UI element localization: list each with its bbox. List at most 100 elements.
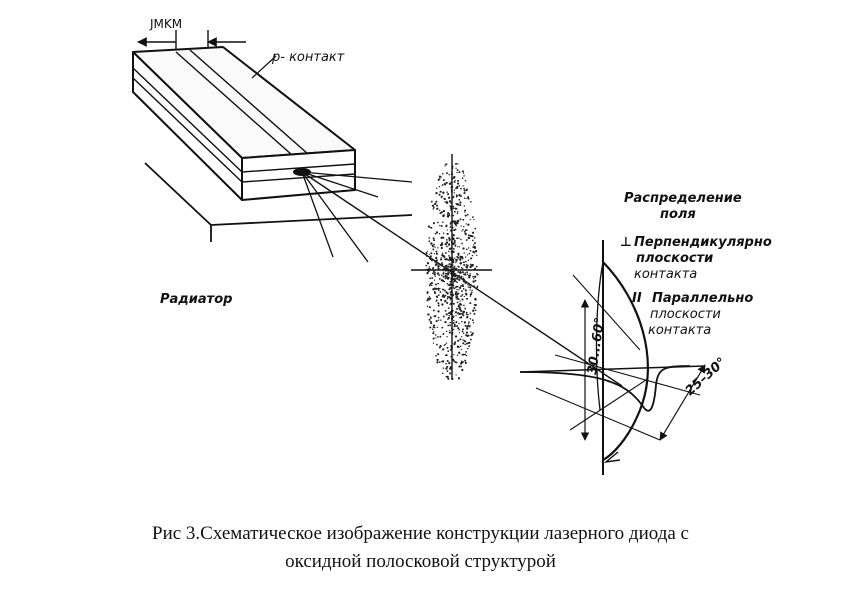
stipple-dot [469,249,472,252]
stipple-dot [434,334,437,336]
stipple-dot [446,370,449,373]
stipple-dot [461,361,464,364]
stipple-dot [457,304,460,307]
stipple-dot [445,362,447,365]
stipple-dot [426,299,429,302]
stipple-dot [432,208,434,210]
stipple-dot [454,273,457,275]
stipple-dot [437,178,440,181]
stipple-dot [464,214,467,217]
stipple-dot [464,273,467,276]
stipple-dot [460,238,462,241]
stipple-dot [426,272,429,275]
stipple-dot [459,345,462,348]
stipple-dot [464,209,467,212]
stipple-dot [471,231,475,234]
stipple-dot [446,346,449,349]
p-contact-leader [251,55,277,79]
stipple-dot [447,193,450,196]
stipple-dot [453,189,455,191]
stipple-dot [448,182,452,185]
stipple-dot [469,302,472,305]
stipple-dot [454,179,456,181]
stipple-dot [463,280,465,283]
stipple-dot [464,211,466,213]
radiator-label: Радиатор [160,292,232,307]
stipple-dot [438,346,441,349]
stipple-dot [443,254,445,257]
stipple-dot [449,348,452,351]
stipple-dot [426,292,429,295]
stipple-dot [449,224,451,226]
stipple-dot [444,165,446,167]
stipple-dot [449,206,452,208]
stipple-dot [463,304,465,307]
par-symbol: II [632,291,642,306]
stipple-dot [448,314,451,317]
stipple-dot [448,173,450,176]
stipple-dot [448,196,451,199]
stipple-dot [459,307,462,310]
stipple-dot [461,298,464,301]
stipple-dot [448,329,451,331]
stipple-dot [462,332,465,334]
stipple-dot [463,339,466,342]
stipple-dot [474,309,477,312]
stipple-dot [435,187,438,189]
stipple-dot [435,200,438,203]
stipple-dot [429,320,432,323]
stipple-dot [448,368,451,370]
stipple-dot [467,196,470,199]
stipple-dot [438,361,441,363]
stipple-dot [438,274,441,277]
stipple-dot [426,255,428,257]
stipple-dot [429,277,431,280]
stipple-dot [467,274,470,277]
stipple-dot [466,316,469,319]
stipple-dot [435,250,438,253]
stipple-dot [464,361,467,365]
stipple-dot [434,260,436,262]
stipple-dot [458,171,461,174]
stipple-dot [446,301,449,304]
stipple-dot [432,337,435,340]
stipple-dot [433,279,436,281]
stipple-dot [453,210,456,213]
stipple-dot [462,353,465,356]
stipple-dot [435,259,438,262]
stipple-dot [474,250,477,253]
stipple-dot [454,335,458,338]
stipple-dot [444,320,447,324]
stipple-dot [449,321,451,324]
stipple-dot [446,264,448,266]
stipple-dot [445,241,449,244]
stipple-dot [448,296,451,299]
stipple-dot [456,213,458,215]
stipple-dot [458,365,461,368]
stipple-dot [449,331,452,334]
stipple-dot [446,229,448,231]
stipple-dot [437,316,440,319]
stipple-dot [436,272,439,275]
stipple-dot [452,260,455,262]
stipple-dot [445,330,448,333]
stipple-dot [442,367,445,369]
stipple-dot [457,292,460,295]
stipple-dot [448,247,452,251]
stipple-dot [457,265,460,268]
stipple-dot [445,354,448,357]
stipple-dot [445,258,448,260]
stipple-dot [432,288,435,291]
stipple-dot [458,328,460,331]
stipple-dot [437,267,440,270]
stipple-dot [459,262,463,265]
beam-rays [301,171,413,263]
stipple-dot [432,342,435,344]
stipple-dot [443,256,446,258]
stipple-dot [465,223,467,225]
stipple-dot [470,200,472,203]
stipple-dot [459,218,462,221]
stipple-dot [454,244,457,246]
stipple-dot [458,198,461,201]
stipple-dot [453,241,456,244]
